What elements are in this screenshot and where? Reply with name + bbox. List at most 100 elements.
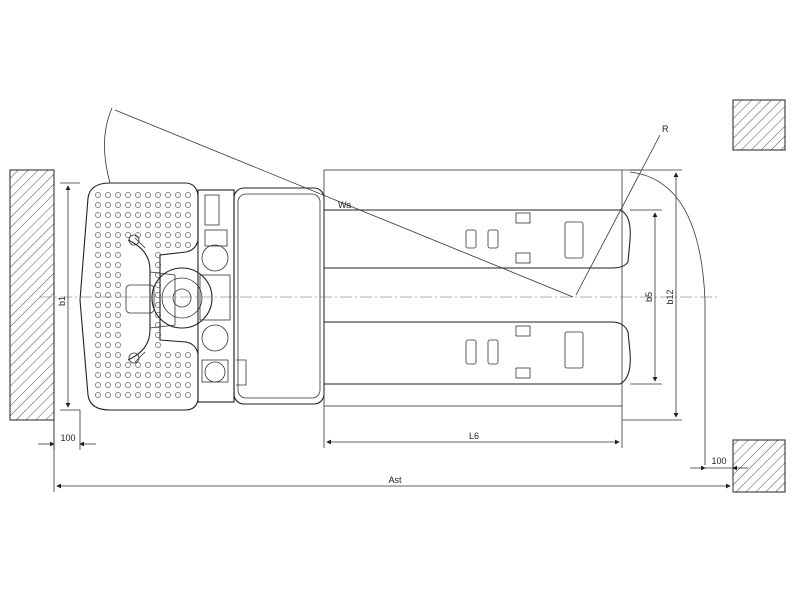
platform-dot [125,232,131,238]
platform-dot [115,272,121,278]
platform-dot [125,202,131,208]
platform-dot [165,352,171,358]
platform-dot [115,202,121,208]
platform-dot [95,352,101,358]
platform-dot [185,352,191,358]
platform-dot [145,192,151,198]
platform-dot [105,362,111,368]
platform-dot [155,222,161,228]
platform-dot [155,272,161,278]
platform-dot [185,242,191,248]
platform-dot [175,212,181,218]
platform-dot [175,232,181,238]
platform-dot [95,222,101,228]
platform-dot [185,362,191,368]
platform-dot [165,232,171,238]
platform-dot [155,252,161,258]
platform-dot [115,352,121,358]
platform-dot [165,382,171,388]
platform-dot [105,242,111,248]
platform-dot [155,382,161,388]
platform-dot [125,192,131,198]
platform-dot [115,212,121,218]
r-leader [575,134,661,296]
platform-dot [95,252,101,258]
platform-dot [155,262,161,268]
platform-dot [105,332,111,338]
label-b5: b5 [644,292,654,302]
turning-arc-front [104,107,113,184]
platform-dot [145,382,151,388]
platform-dot [115,222,121,228]
platform-anti-slip-dots [95,192,191,398]
platform-dot [95,322,101,328]
platform-dot [185,232,191,238]
platform-dot [105,272,111,278]
platform-dot [95,292,101,298]
platform-dot [95,382,101,388]
platform-dot [105,322,111,328]
platform-dot [105,352,111,358]
platform-dot [145,222,151,228]
platform-dot [105,212,111,218]
platform-dot [175,222,181,228]
label-l6: L6 [469,431,479,441]
platform-dot [165,372,171,378]
platform-dot [135,372,141,378]
platform-dot [185,202,191,208]
platform-dot [145,202,151,208]
turning-arc-rear [629,171,706,465]
platform-dot [155,372,161,378]
platform-dot [115,322,121,328]
platform-dot [155,312,161,318]
platform-dot [145,212,151,218]
platform-dot [105,192,111,198]
platform-dot [115,302,121,308]
platform-dot [185,212,191,218]
top-right-obstacle [732,99,786,151]
label-clearance-left: 100 [60,433,75,443]
platform-dot [175,392,181,398]
platform-dot [105,262,111,268]
platform-dot [105,282,111,288]
platform-dot [95,232,101,238]
platform-dot [135,202,141,208]
platform-dot [175,382,181,388]
platform-dot [95,262,101,268]
platform-dot [145,372,151,378]
platform-dot [115,392,121,398]
platform-dot [165,362,171,368]
platform-dot [155,362,161,368]
platform-dot [105,392,111,398]
platform-dot [155,302,161,308]
platform-dot [115,372,121,378]
platform-dot [115,362,121,368]
label-clearance-right: 100 [711,456,726,466]
platform-dot [95,242,101,248]
platform-dot [165,192,171,198]
platform-dot [125,212,131,218]
label-ast: Ast [388,475,402,485]
platform-dot [135,222,141,228]
platform-dot [115,292,121,298]
platform-dot [105,222,111,228]
tiller-handle [125,234,176,364]
platform-dot [155,392,161,398]
platform-dot [105,372,111,378]
left-wall [9,169,55,421]
platform-dot [155,352,161,358]
platform-dot [105,302,111,308]
platform-dot [175,362,181,368]
platform-dot [175,242,181,248]
platform-dot [115,332,121,338]
platform-dot [175,202,181,208]
platform-dot [155,292,161,298]
label-b12: b12 [665,289,675,304]
platform-dot [95,282,101,288]
platform-dot [105,202,111,208]
platform-dot [95,212,101,218]
platform-dot [115,312,121,318]
platform-dot [115,242,121,248]
platform-dot [95,372,101,378]
platform-dot [185,372,191,378]
